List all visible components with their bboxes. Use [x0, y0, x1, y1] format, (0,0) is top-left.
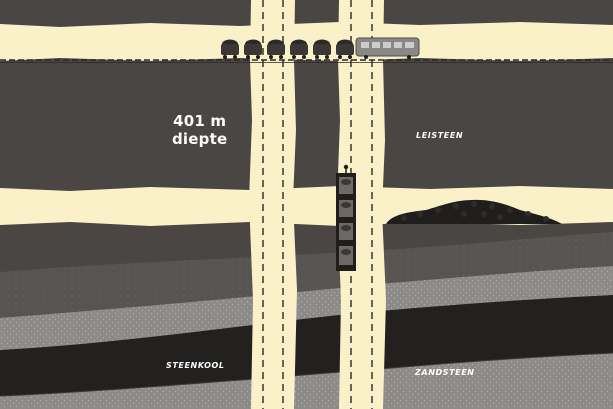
right-shaft [337, 0, 386, 409]
upper-tunnel [0, 22, 613, 61]
steenkool-layer [0, 295, 613, 396]
depth-label: 401 m diepte [172, 112, 227, 148]
mine-elevator [336, 164, 356, 271]
coal-wagon [267, 39, 285, 59]
left-shaft [249, 0, 297, 409]
coal-pile [386, 199, 562, 224]
coal-pile-texture [401, 201, 549, 222]
coal-wagon [221, 39, 239, 59]
coal-wagon [290, 39, 308, 59]
coal-wagons [221, 39, 354, 59]
depth-value: 401 m [173, 112, 227, 130]
depth-word: diepte [172, 130, 228, 148]
locomotive [355, 37, 420, 59]
leisteen-label: LEISTEEN [416, 131, 464, 140]
coal-wagon [244, 39, 262, 59]
zandsteen-label: ZANDSTEEN [415, 368, 475, 377]
rail-track [0, 59, 613, 63]
coal-wagon [336, 39, 354, 59]
steenkool-label: STEENKOOL [166, 361, 225, 370]
coal-wagon [313, 39, 331, 59]
